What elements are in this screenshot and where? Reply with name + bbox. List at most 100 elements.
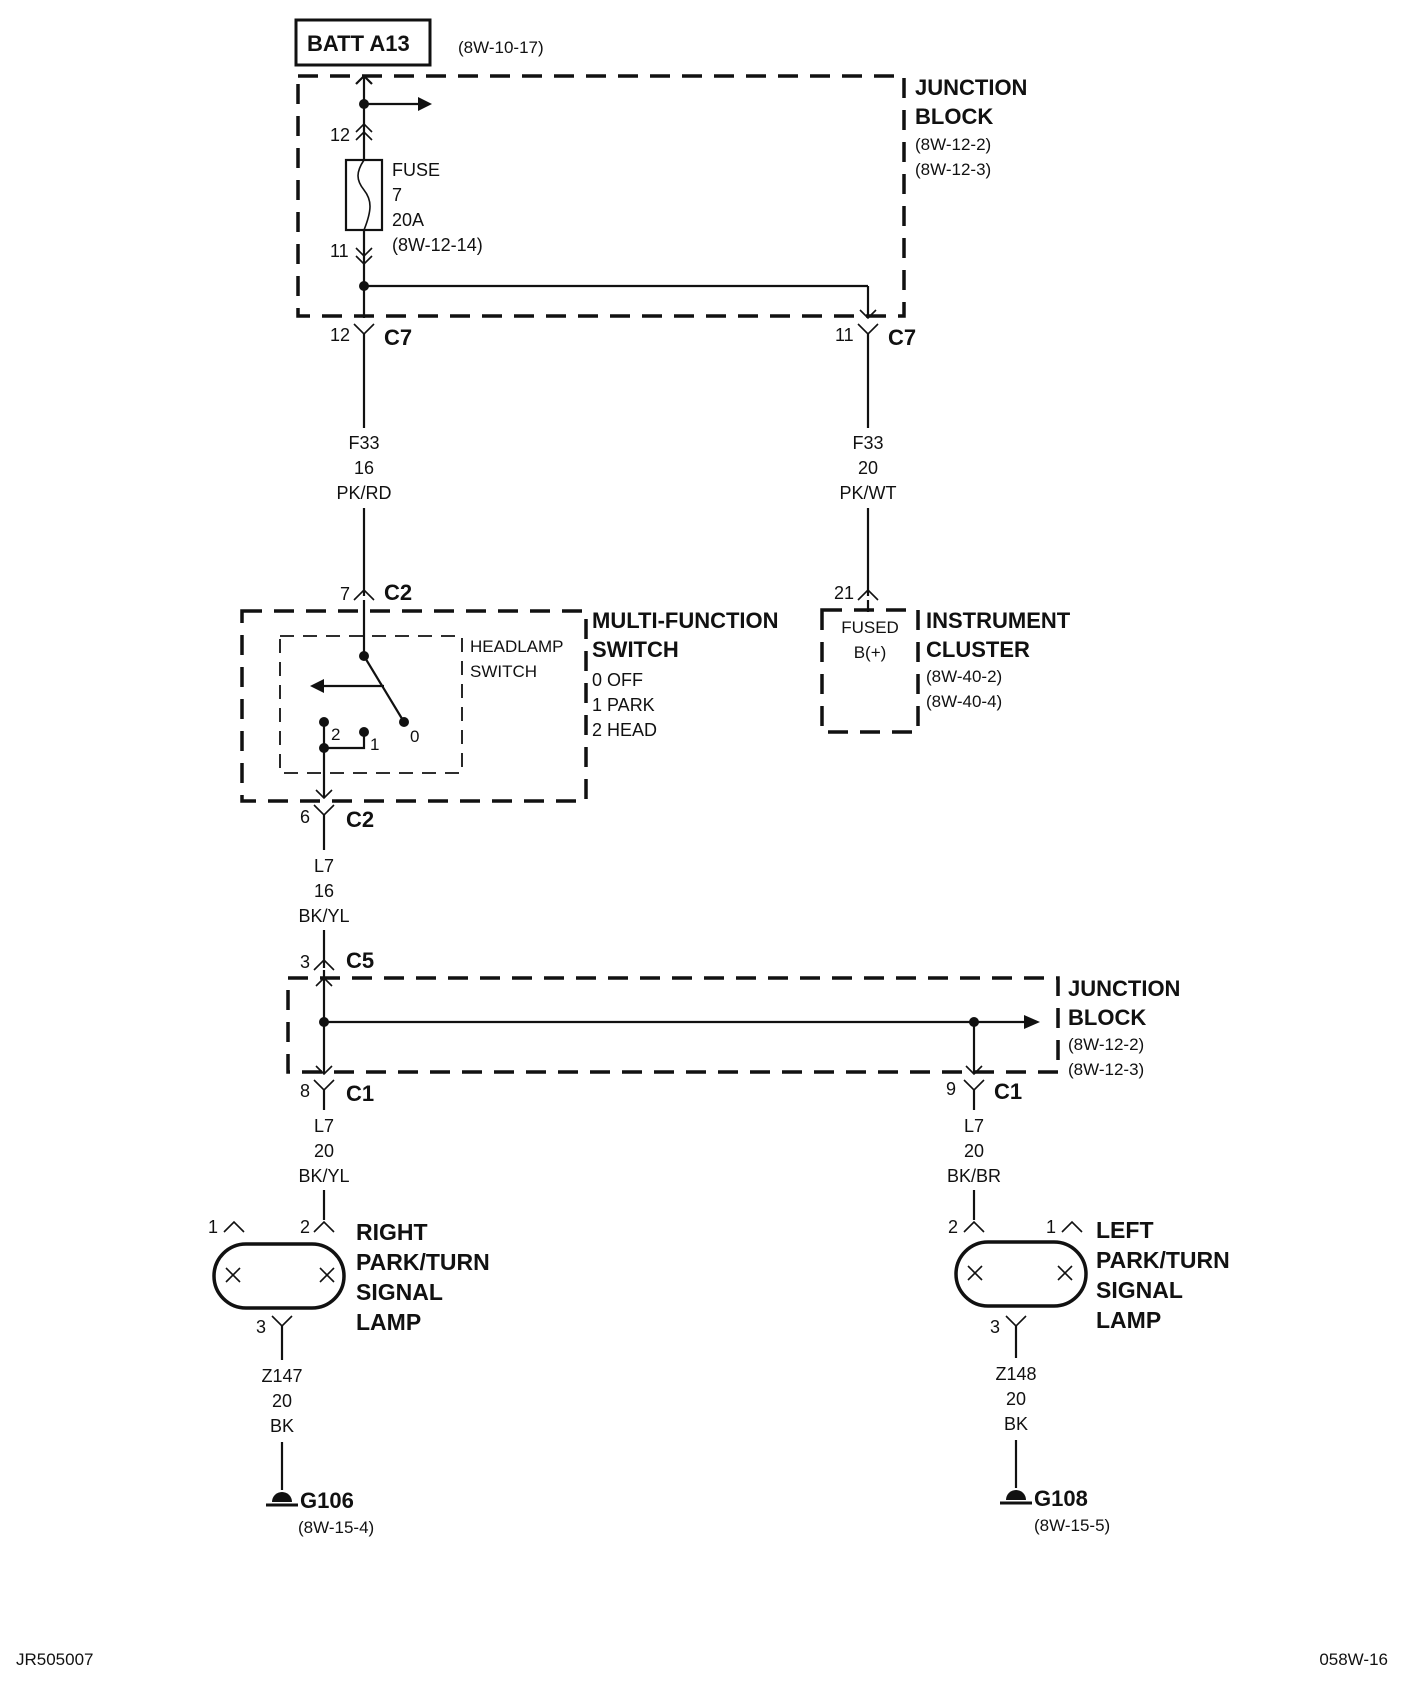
svg-text:PK/RD: PK/RD <box>336 483 391 503</box>
svg-text:Z148: Z148 <box>995 1364 1036 1384</box>
ic-ref-1: (8W-40-2) <box>926 667 1002 686</box>
mfs-contact-0 <box>399 717 409 727</box>
c7-left-name: C7 <box>384 325 412 350</box>
jb-top-right-arrow <box>859 309 877 320</box>
jb-top-title-2: BLOCK <box>915 104 993 129</box>
wire-z148-label: Z148 20 BK <box>995 1364 1036 1434</box>
svg-text:BK/YL: BK/YL <box>298 1166 349 1186</box>
jb-bottom-out-right-pin: 9 <box>946 1079 956 1099</box>
fuse-ref: (8W-12-14) <box>392 235 483 255</box>
svg-text:20: 20 <box>964 1141 984 1161</box>
headlamp-label-2: SWITCH <box>470 662 537 681</box>
c7-left-pin: 12 <box>330 325 350 345</box>
jb-bottom-out-left-conn: C1 <box>346 1081 374 1106</box>
ground-g106-ref: (8W-15-4) <box>298 1518 374 1537</box>
left-lamp-title-2: PARK/TURN <box>1096 1247 1230 1273</box>
c7-right-pin: 11 <box>835 325 854 345</box>
svg-text:BK: BK <box>270 1416 294 1436</box>
footer-left-code: JR505007 <box>16 1650 94 1669</box>
fuse-number: 7 <box>392 185 402 205</box>
mfs-top-pin: 7 <box>340 584 350 604</box>
fuse-element <box>357 159 371 231</box>
instrument-cluster: 21 FUSED B(+) INSTRUMENT CLUSTER (8W-40-… <box>820 583 1071 734</box>
c7-right-name: C7 <box>888 325 916 350</box>
right-lamp-title-2: PARK/TURN <box>356 1249 490 1275</box>
battery-ref: (8W-10-17) <box>458 38 544 57</box>
jb-bottom-title-1: JUNCTION <box>1068 976 1180 1001</box>
mfs-blade <box>363 655 405 723</box>
right-park-turn-lamp: 1 2 RIGHT PARK/TURN SIGNAL LAMP 3 <box>208 1217 490 1337</box>
wire-f33-left-label: F33 16 PK/RD <box>336 433 391 503</box>
wire-z147-label: Z147 20 BK <box>261 1366 302 1436</box>
mfs-top-conn: C2 <box>384 580 412 605</box>
svg-text:BK/YL: BK/YL <box>298 906 349 926</box>
multifunction-switch: 7 C2 MULTI-FUNCTION SWITCH 0 OFF 1 PARK … <box>240 580 779 832</box>
left-lamp-pin1: 1 <box>1046 1217 1056 1237</box>
jb-top-ref-2: (8W-12-3) <box>915 160 991 179</box>
fuse-pin12-chevron-b <box>355 130 373 141</box>
junction-block-top: JUNCTION BLOCK (8W-12-2) (8W-12-3) 12 FU… <box>296 74 1027 320</box>
wire-l7-left-label: L7 20 BK/YL <box>298 1116 349 1186</box>
right-lamp-pin3: 3 <box>256 1317 266 1337</box>
mfs-contact-1-label: 1 <box>370 735 379 754</box>
footer-right-code: 058W-16 <box>1319 1650 1388 1669</box>
svg-text:16: 16 <box>354 458 374 478</box>
left-park-turn-lamp: 2 1 LEFT PARK/TURN SIGNAL LAMP 3 <box>948 1217 1230 1337</box>
left-lamp-bulb <box>954 1240 1088 1308</box>
mfs-pos-0: 0 OFF <box>592 670 643 690</box>
svg-text:Z147: Z147 <box>261 1366 302 1386</box>
mfs-contact-0-label: 0 <box>410 727 419 746</box>
right-lamp-pin2: 2 <box>300 1217 310 1237</box>
ground-g108: G108 (8W-15-5) <box>1000 1486 1110 1535</box>
svg-text:20: 20 <box>858 458 878 478</box>
wire-f33-right-label: F33 20 PK/WT <box>840 433 897 503</box>
fuse-pin11-chevron-b <box>355 255 373 266</box>
ic-pin: 21 <box>834 583 854 603</box>
jb-top-entry-arrow <box>355 74 373 85</box>
right-lamp-bulb <box>212 1242 346 1310</box>
right-lamp-title-1: RIGHT <box>356 1219 428 1245</box>
svg-text:F33: F33 <box>852 433 883 453</box>
mfs-c2-top-chevron <box>353 588 375 601</box>
ic-ref-2: (8W-40-4) <box>926 692 1002 711</box>
svg-text:16: 16 <box>314 881 334 901</box>
ground-g106-name: G106 <box>300 1488 354 1513</box>
svg-text:20: 20 <box>1006 1389 1026 1409</box>
left-lamp-title-4: LAMP <box>1096 1307 1161 1333</box>
jb-top-title-1: JUNCTION <box>915 75 1027 100</box>
battery-label: BATT A13 (8W-10-17) <box>294 18 544 67</box>
ic-title-1: INSTRUMENT <box>926 608 1071 633</box>
svg-text:L7: L7 <box>314 1116 334 1136</box>
connector-c7-right: 11 C7 <box>835 323 916 350</box>
fuse-body <box>344 158 384 232</box>
mfs-action-arrow <box>310 679 324 693</box>
ic-pin-chevron <box>857 588 879 601</box>
fuse-pin11-chevron-a <box>355 247 373 258</box>
mfs-c2-bottom-chevron <box>313 804 335 817</box>
ic-title-2: CLUSTER <box>926 637 1030 662</box>
left-lamp-pin2: 2 <box>948 1217 958 1237</box>
fuse-pin-out: 11 <box>330 241 349 261</box>
svg-text:BK: BK <box>1004 1414 1028 1434</box>
jb-bottom-out-right-conn: C1 <box>994 1079 1022 1104</box>
jb-top-branch-arrow <box>418 97 432 111</box>
left-lamp-title-1: LEFT <box>1096 1217 1154 1243</box>
svg-text:BK/BR: BK/BR <box>947 1166 1001 1186</box>
jb-bottom-ref-1: (8W-12-2) <box>1068 1035 1144 1054</box>
battery-name: BATT A13 <box>307 31 410 56</box>
mfs-output-arrow <box>315 789 333 800</box>
mfs-pos-2: 2 HEAD <box>592 720 657 740</box>
fuse-rating: 20A <box>392 210 424 230</box>
jb-bottom-title-2: BLOCK <box>1068 1005 1146 1030</box>
ground-g108-icon <box>1006 1490 1026 1500</box>
jb-bottom-out-left-pin: 8 <box>300 1081 310 1101</box>
mfs-output-splice <box>319 743 329 753</box>
svg-text:20: 20 <box>314 1141 334 1161</box>
svg-text:L7: L7 <box>964 1116 984 1136</box>
fuse-pin12-chevron-a <box>355 122 373 133</box>
jb-bottom-in-pin: 3 <box>300 952 310 972</box>
ground-g108-ref: (8W-15-5) <box>1034 1516 1110 1535</box>
left-lamp-pin3: 3 <box>990 1317 1000 1337</box>
mfs-contact-1-link <box>324 732 366 750</box>
